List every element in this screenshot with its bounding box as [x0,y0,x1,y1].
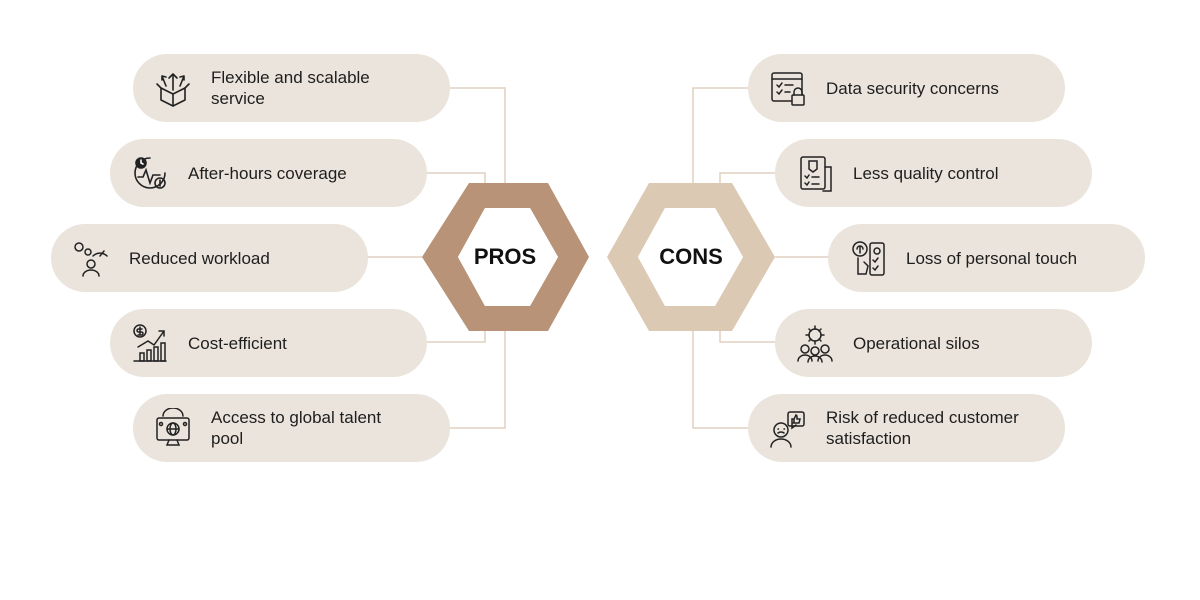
pros-item-label: Access to global talent pool [211,408,382,448]
pros-title: PROS [473,244,537,269]
cons-item-label: Less quality control [853,163,999,183]
connector-cons-5 [692,330,748,429]
pros-item-4: Cost-efficient [110,309,427,377]
cons-item-2: Less quality control [775,139,1092,207]
open-box-arrows-icon [153,68,193,108]
connector-cons-1 [692,87,748,185]
cons-item-label: Loss of personal touch [906,248,1078,268]
pros-item-label: Flexible and scalable service [211,68,370,108]
connector-pros-5 [450,330,506,429]
checklist-shield-icon [795,153,835,193]
cons-item-label: Operational silos [853,333,980,353]
cons-title: CONS [659,244,723,269]
cons-item-1: Data security concerns [748,54,1065,122]
pros-item-1: Flexible and scalable service [133,54,450,122]
gear-team-icon [795,323,835,363]
pros-hexagon [422,183,589,331]
connector-pros-1 [450,87,506,185]
global-network-monitor-icon [153,408,193,448]
cons-hexagon [607,183,775,331]
cons-item-label: Data security concerns [826,78,999,98]
pros-item-5: Access to global talent pool [133,394,450,462]
pros-item-2: After-hours coverage [110,139,427,207]
customer-feedback-icon [768,408,808,448]
cons-item-4: Operational silos [775,309,1092,377]
pros-item-label: After-hours coverage [188,163,347,183]
cons-item-label: Risk of reduced customer satisfaction [826,408,1019,448]
cons-item-5: Risk of reduced customer satisfaction [748,394,1065,462]
pros-item-label: Cost-efficient [188,333,287,353]
pros-item-3: Reduced workload [51,224,368,292]
dollar-growth-chart-icon [130,323,170,363]
browser-lock-icon [768,68,808,108]
fingerprint-hand-icon [848,238,888,278]
cons-item-3: Loss of personal touch [828,224,1145,292]
pros-item-label: Reduced workload [129,248,270,268]
clock-money-cycle-icon [130,153,170,193]
gears-person-gauge-icon [71,238,111,278]
